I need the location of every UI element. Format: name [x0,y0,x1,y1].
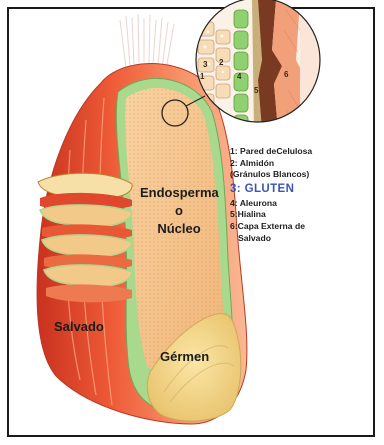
germ-label: Gérmen [160,348,209,366]
legend-item-4: 4: Aleurona [230,198,312,210]
inset-number-2: 2 [219,58,223,67]
inset-number-4: 4 [237,72,241,81]
inset-number-1: 1 [200,72,204,81]
legend: 1: Pared deCelulosa 2: Almidón (Gránulos… [230,146,312,244]
endosperm-label-line1: Endosperma [140,184,218,202]
legend-item-6: 6:Capa Externa de [230,221,312,233]
legend-item-1: 1: Pared deCelulosa [230,146,312,158]
inset-number-3: 3 [203,60,207,69]
legend-item-5: 5:Hialina [230,209,312,221]
legend-item-3-gluten: 3: GLUTEN [230,181,312,198]
bran-label: Salvado [54,318,104,336]
inset-number-6: 6 [284,70,288,79]
endosperm-label: Endosperma o Núcleo [140,184,218,238]
legend-item-2: 2: Almidón [230,158,312,170]
endosperm-label-line3: Núcleo [140,220,218,238]
endosperm-label-line2: o [140,202,218,220]
legend-item-6-detail: Salvado [230,233,312,245]
inset-number-5: 5 [254,86,258,95]
kernel-brush-hairs [120,14,174,70]
legend-item-2-detail: (Gránulos Blancos) [230,169,312,181]
